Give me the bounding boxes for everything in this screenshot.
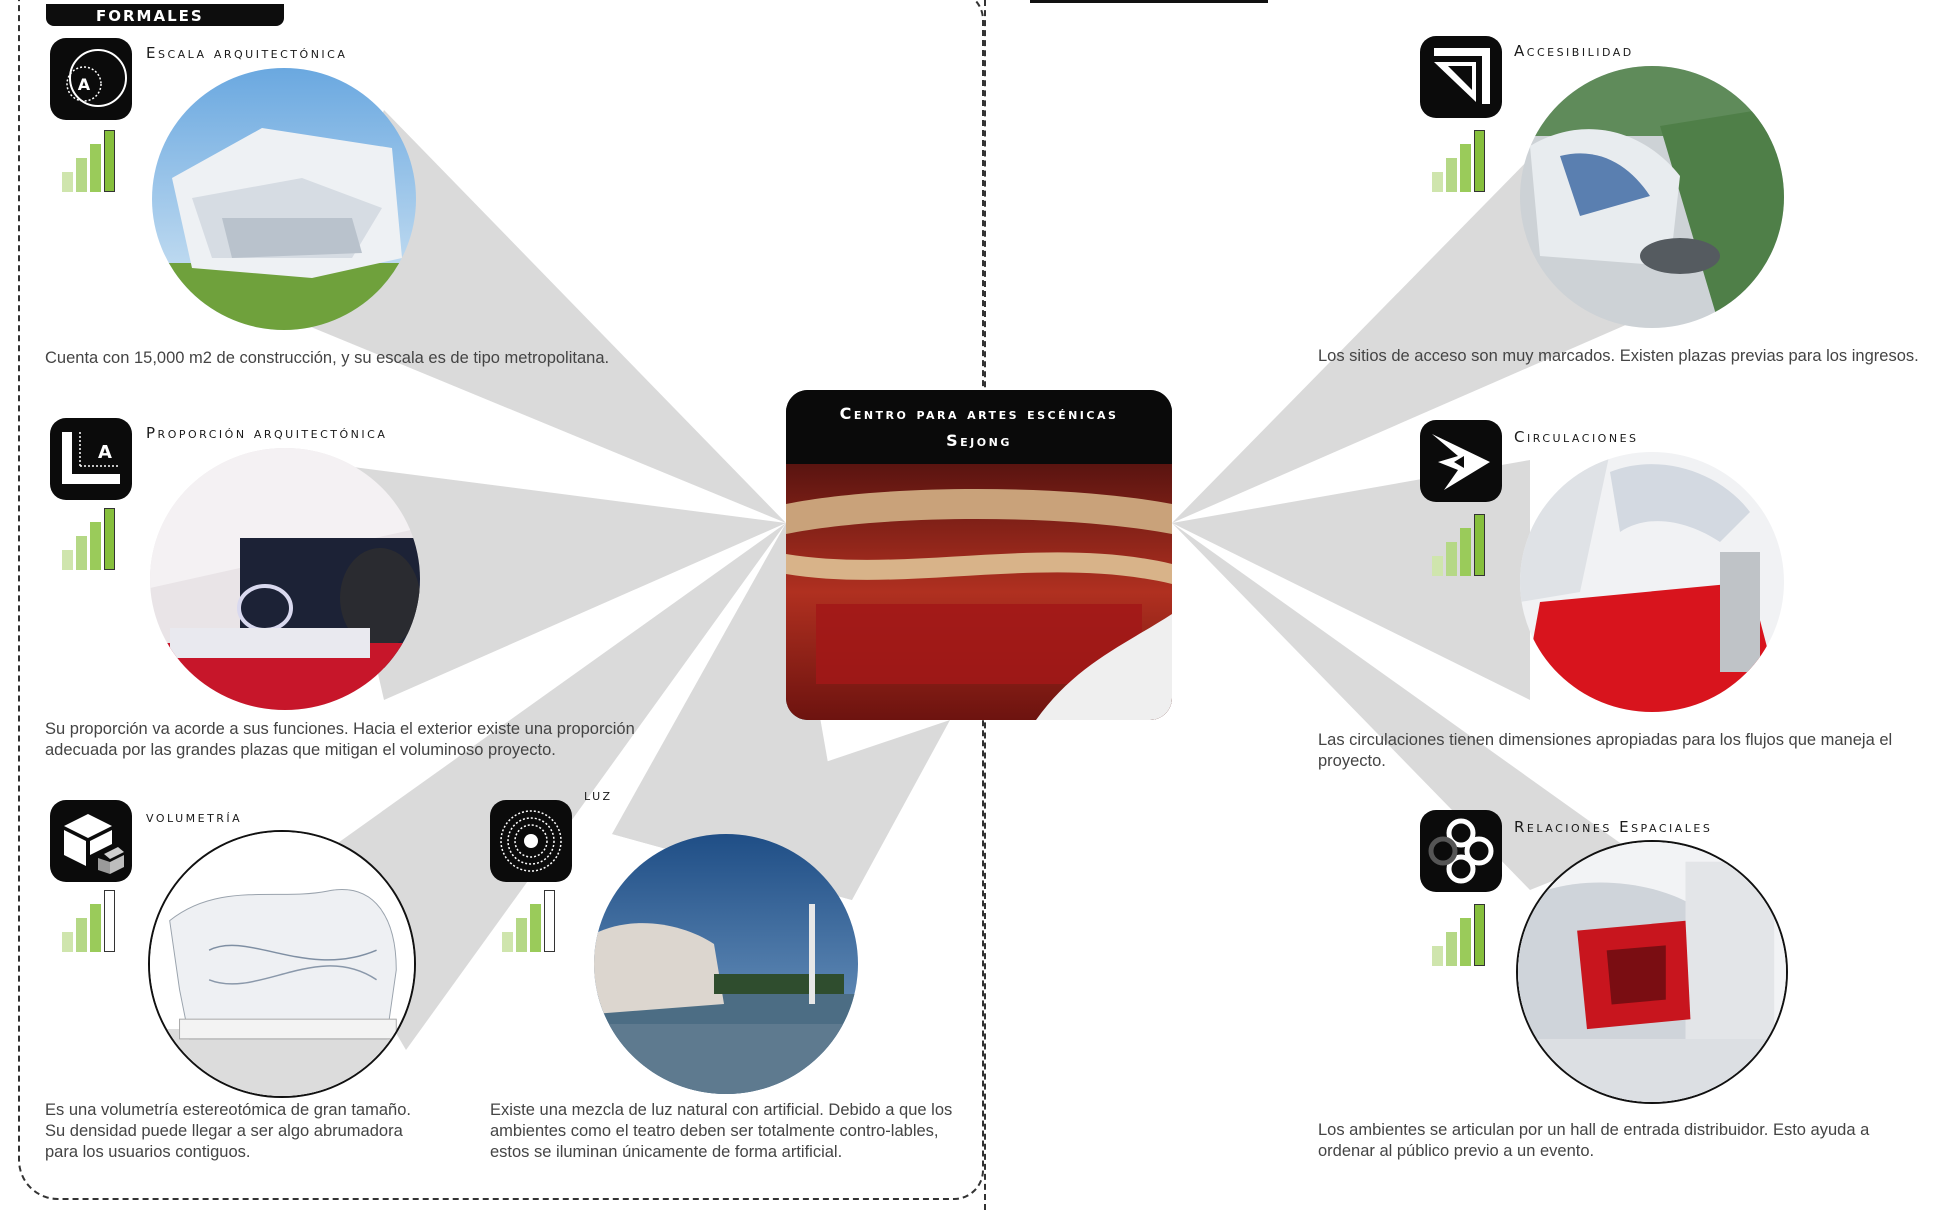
svg-text:A: A (78, 75, 91, 94)
item-desc-proporcion: Su proporción va acorde a sus funciones.… (45, 720, 635, 759)
photo-volumetria (148, 830, 416, 1098)
circulation-chevron-icon (1420, 420, 1502, 502)
photo-proporcion (150, 448, 420, 710)
rating-bars-volumetria (62, 888, 122, 952)
item-title-proporcion: Proporción arquitectónica (146, 424, 388, 442)
access-arrow-icon (1420, 36, 1502, 118)
center-title-line1: Centro para artes escénicas (839, 404, 1119, 423)
rating-bars-proporcion (62, 506, 122, 570)
item-title-accesibilidad: Accesibilidad (1514, 42, 1634, 60)
rating-bars-circulaciones (1432, 512, 1492, 576)
svg-text:A: A (98, 442, 112, 463)
item-desc-circulaciones: Las circulaciones tienen dimensiones apr… (1318, 731, 1893, 770)
rating-bars-accesibilidad (1432, 128, 1492, 192)
item-desc-relaciones: Los ambientes se articulan por un hall d… (1318, 1121, 1870, 1160)
item-desc-volumetria: Es una volumetría estereotómica de gran … (45, 1101, 411, 1161)
proportion-L-A-icon: A (50, 418, 132, 500)
photo-accesibilidad (1520, 66, 1784, 328)
scale-A-circle-icon: A (50, 38, 132, 120)
ray-escala (294, 110, 786, 523)
rating-bars-relaciones (1432, 902, 1492, 966)
section-tag: FORMALES (46, 4, 284, 26)
item-title-escala: Escala arquitectónica (146, 44, 348, 62)
rating-bars-luz (502, 888, 562, 952)
cube-volume-icon (50, 800, 132, 882)
light-rings-icon (490, 800, 572, 882)
ray-relaciones (1172, 523, 1630, 890)
item-desc-accesibilidad: Los sitios de acceso son muy marcados. E… (1318, 347, 1919, 365)
photo-circulaciones (1520, 452, 1784, 712)
center-photo (786, 464, 1172, 720)
photo-escala (152, 68, 416, 330)
rating-bars-escala (62, 128, 122, 192)
item-desc-luz: Existe una mezcla de luz natural con art… (490, 1101, 953, 1161)
ray-circulaciones (1172, 460, 1530, 700)
photo-relaciones (1516, 840, 1788, 1104)
item-title-circulaciones: Circulaciones (1514, 428, 1639, 446)
item-title-luz: luz (584, 786, 613, 804)
photo-luz (594, 834, 858, 1094)
spatial-circles-icon (1420, 810, 1502, 892)
center-title-line2: Sejong (946, 431, 1012, 450)
item-desc-escala: Cuenta con 15,000 m2 de construcción, y … (45, 349, 610, 367)
item-title-volumetria: volumetría (146, 808, 243, 826)
item-title-relaciones: Relaciones Espaciales (1514, 818, 1713, 836)
ray-proporcion (330, 464, 786, 700)
ray-volumetria (300, 523, 786, 1050)
top-divider-bar (1030, 0, 1268, 3)
